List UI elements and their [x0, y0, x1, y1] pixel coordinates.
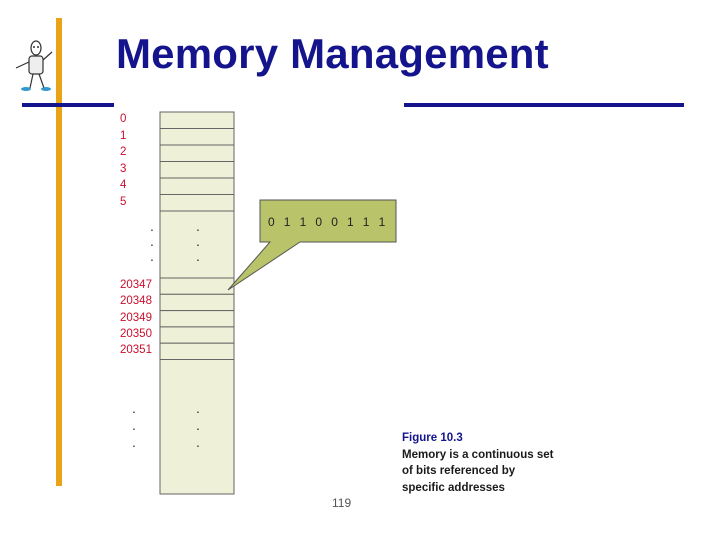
page-number: 119 — [332, 496, 352, 510]
address-label-top-3: 3 — [120, 162, 127, 175]
ellipsis-dot-10: . — [132, 434, 136, 450]
bit-0: 0 — [268, 215, 275, 229]
address-label-mid-4: 20351 — [120, 344, 152, 357]
address-label-top-1: 1 — [120, 129, 127, 142]
address-label-mid-1: 20348 — [120, 295, 152, 308]
bit-6: 1 — [363, 215, 370, 229]
figure-caption: Figure 10.3 Memory is a continuous set o… — [402, 430, 553, 496]
ellipsis-dot-9: . — [196, 417, 200, 433]
callout-box — [227, 199, 397, 291]
mascot-icon — [15, 40, 53, 91]
bit-callout — [227, 199, 397, 291]
memory-cell-top-1 — [159, 128, 235, 146]
caption-line-1: Memory is a continuous set — [402, 448, 554, 461]
address-label-top-2: 2 — [120, 146, 127, 159]
caption-line-2: of bits referenced by — [402, 465, 516, 477]
accent-vertical-bar — [56, 18, 62, 486]
memory-cell-mid-1 — [159, 293, 235, 312]
bit-4: 0 — [331, 215, 338, 229]
ellipsis-dot-1: . — [196, 218, 200, 234]
ellipsis-dot-3: . — [196, 233, 200, 249]
memory-cell-top-4 — [159, 177, 235, 195]
bit-5: 1 — [347, 215, 354, 229]
memory-cell-top-0 — [159, 111, 235, 129]
ellipsis-dot-4: . — [150, 248, 154, 264]
ellipsis-dot-2: . — [150, 233, 154, 249]
bit-2: 1 — [300, 215, 307, 229]
slide-title: Memory Management — [116, 30, 549, 77]
memory-cell-mid-0 — [159, 277, 235, 295]
address-label-mid-2: 20349 — [120, 311, 152, 324]
memory-gap-upper — [159, 210, 235, 279]
memory-cell-top-5 — [159, 194, 235, 212]
ellipsis-dot-8: . — [132, 417, 136, 433]
figure-number: Figure 10.3 — [402, 432, 463, 444]
memory-cell-top-3 — [159, 161, 235, 179]
ellipsis-dot-6: . — [132, 400, 136, 416]
memory-cell-mid-3 — [159, 326, 235, 344]
ellipsis-dot-5: . — [196, 248, 200, 264]
address-label-mid-0: 20347 — [120, 279, 152, 292]
ellipsis-dot-0: . — [150, 218, 154, 234]
memory-gap-lower — [159, 359, 235, 495]
caption-line-3: specific addresses — [402, 481, 505, 494]
bit-1: 1 — [284, 215, 291, 229]
ellipsis-dot-7: . — [196, 400, 200, 416]
title-underline-left — [22, 103, 114, 107]
ellipsis-dot-11: . — [196, 434, 200, 450]
memory-cell-mid-2 — [159, 310, 235, 328]
memory-cell-mid-4 — [159, 342, 235, 361]
bit-7: 1 — [379, 215, 386, 229]
memory-cell-top-2 — [159, 144, 235, 162]
bit-3: 0 — [315, 215, 322, 229]
memory-cells — [159, 111, 235, 495]
address-label-top-5: 5 — [120, 195, 127, 208]
address-label-top-4: 4 — [120, 179, 127, 192]
address-label-mid-3: 20350 — [120, 328, 152, 341]
title-underline-right — [404, 103, 684, 107]
address-label-top-0: 0 — [120, 113, 127, 126]
